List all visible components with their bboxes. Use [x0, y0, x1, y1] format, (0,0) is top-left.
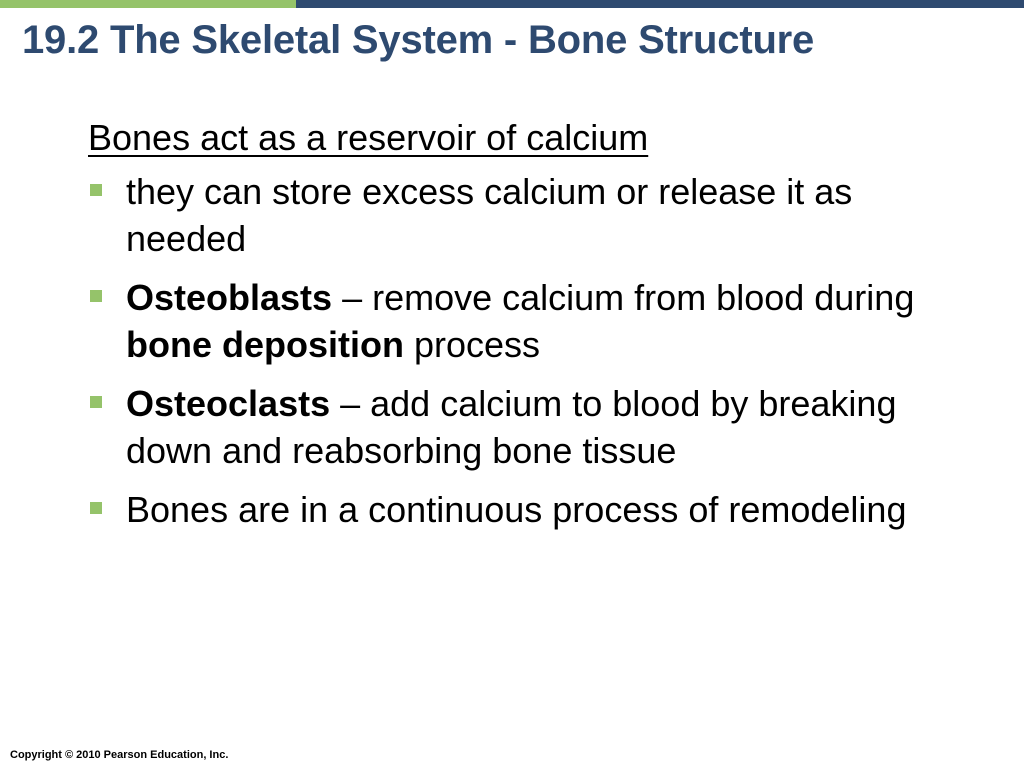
bold-term: bone deposition: [126, 324, 404, 365]
bold-term: Osteoclasts: [126, 383, 331, 424]
bullet-text: Osteoclasts – add calcium to blood by br…: [126, 383, 896, 471]
square-bullet-icon: [90, 290, 102, 302]
bullet-text-segment: – remove calcium from blood during: [332, 277, 915, 318]
bold-term: Osteoblasts: [126, 277, 333, 318]
bullet-item: Bones are in a continuous process of rem…: [88, 486, 936, 533]
bullet-text-segment: – add calcium to blood by breaking down …: [126, 383, 897, 471]
top-accent-bar-green: [0, 0, 296, 8]
lead-statement: Bones act as a reservoir of calcium: [88, 117, 649, 158]
top-accent-bar-navy: [296, 0, 1024, 8]
bullet-text-segment: process: [403, 324, 541, 365]
bullet-item: Osteoblasts – remove calcium from blood …: [88, 274, 936, 368]
square-bullet-icon: [90, 184, 102, 196]
bullet-text: Osteoblasts – remove calcium from blood …: [126, 277, 914, 365]
square-bullet-icon: [90, 502, 102, 514]
bullet-item: Osteoclasts – add calcium to blood by br…: [88, 380, 936, 474]
square-bullet-icon: [90, 396, 102, 408]
bullet-list: they can store excess calcium or release…: [88, 168, 988, 533]
bullet-item: they can store excess calcium or release…: [88, 168, 936, 262]
slide-title: 19.2 The Skeletal System - Bone Structur…: [22, 18, 815, 62]
bullet-text: Bones are in a continuous process of rem…: [126, 489, 906, 530]
bullet-text-segment: they can store excess calcium or release…: [126, 171, 853, 259]
bullet-text-segment: Bones are in a continuous process of rem…: [126, 489, 907, 530]
slide-content: Bones act as a reservoir of calcium they…: [88, 116, 988, 533]
copyright-notice: Copyright © 2010 Pearson Education, Inc.: [10, 749, 229, 761]
bullet-text: they can store excess calcium or release…: [126, 171, 852, 259]
